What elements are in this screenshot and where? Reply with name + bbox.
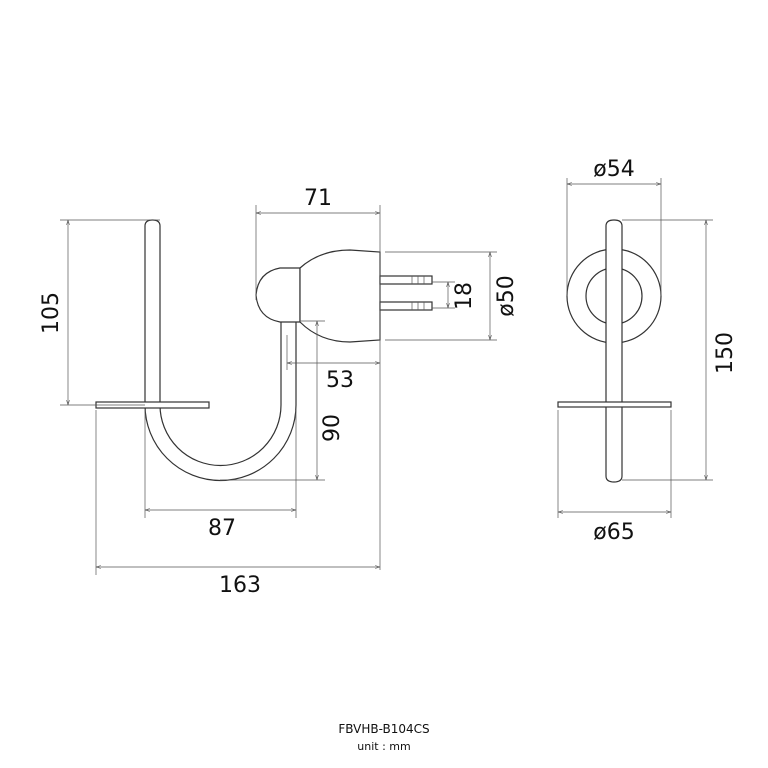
knob-bulb	[299, 249, 381, 343]
hook-body	[144, 219, 297, 482]
dim-ø54: ø54	[593, 157, 634, 182]
dimension-lines	[60, 205, 497, 575]
front-view: ø54 150 ø65	[557, 157, 738, 545]
dim-18: 18	[452, 282, 477, 310]
side-view: 71 105 18 ø50 53 90 87 163	[39, 186, 519, 598]
unit-label: unit : mm	[357, 740, 411, 753]
front-dimension-lines	[557, 178, 713, 518]
dim-71: 71	[304, 186, 332, 211]
wall-plate-front	[557, 401, 672, 408]
dim-ø65: ø65	[593, 520, 634, 545]
wall-anchor-pins	[379, 275, 433, 311]
model-number: FBVHB-B104CS	[338, 722, 430, 736]
hook-rod	[605, 219, 623, 483]
dim-150: 150	[713, 332, 738, 374]
dim-90: 90	[320, 414, 345, 442]
dim-87: 87	[208, 516, 236, 541]
dim-105: 105	[39, 292, 64, 334]
knob-dome	[255, 267, 301, 323]
dim-163: 163	[219, 573, 261, 598]
dim-53: 53	[326, 368, 354, 393]
dim-ø50: ø50	[494, 275, 519, 316]
